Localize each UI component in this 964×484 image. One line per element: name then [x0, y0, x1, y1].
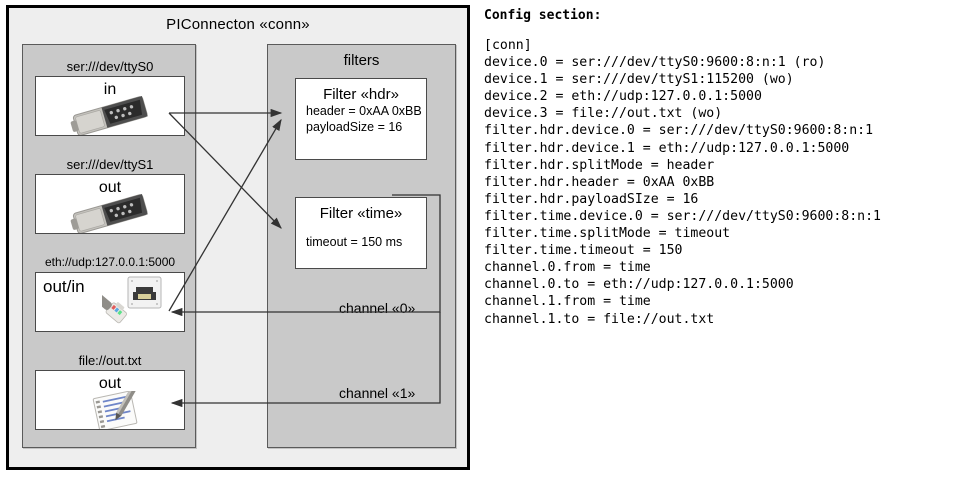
device-group-ttys0[interactable]: ser:///dev/ttyS0 in [35, 57, 185, 136]
config-line: [conn] [484, 38, 532, 53]
config-line: filter.hdr.splitMode = header [484, 157, 715, 173]
config-line: device.0 = ser:///dev/ttyS0:9600:8:n:1 (… [484, 55, 826, 71]
channel-0-label: channel «0» [339, 300, 416, 316]
filter-box-hdr[interactable]: Filter «hdr» header = 0xAA 0xBB payloadS… [295, 78, 427, 160]
config-line: channel.0.to = eth://udp:127.0.0.1:5000 [484, 277, 794, 293]
device-box-ttys0[interactable]: in [35, 76, 185, 136]
devices-panel: ser:///dev/ttyS0 in [22, 44, 196, 448]
serial-connector-icon [70, 96, 148, 135]
config-line: channel.1.from = time [484, 294, 651, 310]
filter-box-time[interactable]: Filter «time» timeout = 150 ms [295, 197, 427, 269]
device-label-ttys0: ser:///dev/ttyS0 [66, 59, 154, 74]
filter-prop-timeout: timeout = 150 ms [306, 235, 403, 249]
device-io-eth: out/in [43, 277, 85, 296]
config-line: device.3 = file://out.txt (wo) [484, 106, 723, 122]
config-line: filter.time.splitMode = timeout [484, 226, 731, 242]
config-line: filter.time.timeout = 150 [484, 243, 683, 259]
connector-diagram: PIConnecton «conn» ser:///dev/ttyS0 in [6, 5, 470, 470]
filter-title-time: Filter «time» [319, 205, 403, 222]
diagram-title: PIConnecton «conn» [166, 16, 310, 33]
text-file-pencil-icon [92, 391, 138, 429]
serial-connector-icon [70, 194, 148, 233]
device-label-eth: eth://udp:127.0.0.1:5000 [44, 255, 176, 269]
ethernet-jack-icon [102, 276, 162, 324]
device-label-ttys1: ser:///dev/ttyS1 [66, 157, 154, 172]
config-line: filter.hdr.device.1 = eth://udp:127.0.0.… [484, 140, 850, 156]
filters-panel-title: filters [343, 52, 380, 69]
config-line: filter.hdr.device.0 = ser:///dev/ttyS0:9… [484, 123, 874, 139]
device-io-file: out [98, 375, 122, 392]
config-line: filter.hdr.payloadSIze = 16 [484, 191, 699, 207]
channel-1-label: channel «1» [339, 385, 416, 401]
config-line: channel.1.to = file://out.txt [484, 311, 715, 327]
device-box-eth[interactable]: out/in [35, 272, 185, 332]
filter-prop-payloadsize: payloadSize = 16 [306, 120, 403, 134]
config-lines: [conn] device.0 = ser:///dev/ttyS0:9600:8… [484, 37, 954, 328]
config-line: device.2 = eth://udp:127.0.0.1:5000 [484, 89, 762, 105]
device-io-ttys1: out [98, 179, 122, 196]
device-box-file[interactable]: out [35, 370, 185, 430]
config-line: device.1 = ser:///dev/ttyS1:115200 (wo) [484, 72, 794, 88]
device-io-ttys0: in [103, 81, 117, 98]
config-heading: Config section: [484, 8, 602, 23]
config-line: channel.0.from = time [484, 260, 651, 276]
device-label-file: file://out.txt [78, 353, 142, 368]
device-group-file[interactable]: file://out.txt out [35, 351, 185, 430]
filter-title-hdr: Filter «hdr» [323, 86, 399, 103]
config-line: filter.hdr.header = 0xAA 0xBB [484, 174, 715, 190]
config-section: Config section: [conn] device.0 = ser:///… [484, 8, 954, 328]
filter-prop-header: header = 0xAA 0xBB [306, 104, 422, 118]
device-group-ttys1[interactable]: ser:///dev/ttyS1 out [35, 155, 185, 234]
device-box-ttys1[interactable]: out [35, 174, 185, 234]
device-group-eth[interactable]: eth://udp:127.0.0.1:5000 out/in [35, 253, 185, 332]
config-line: filter.time.device.0 = ser:///dev/ttyS0:… [484, 208, 881, 224]
